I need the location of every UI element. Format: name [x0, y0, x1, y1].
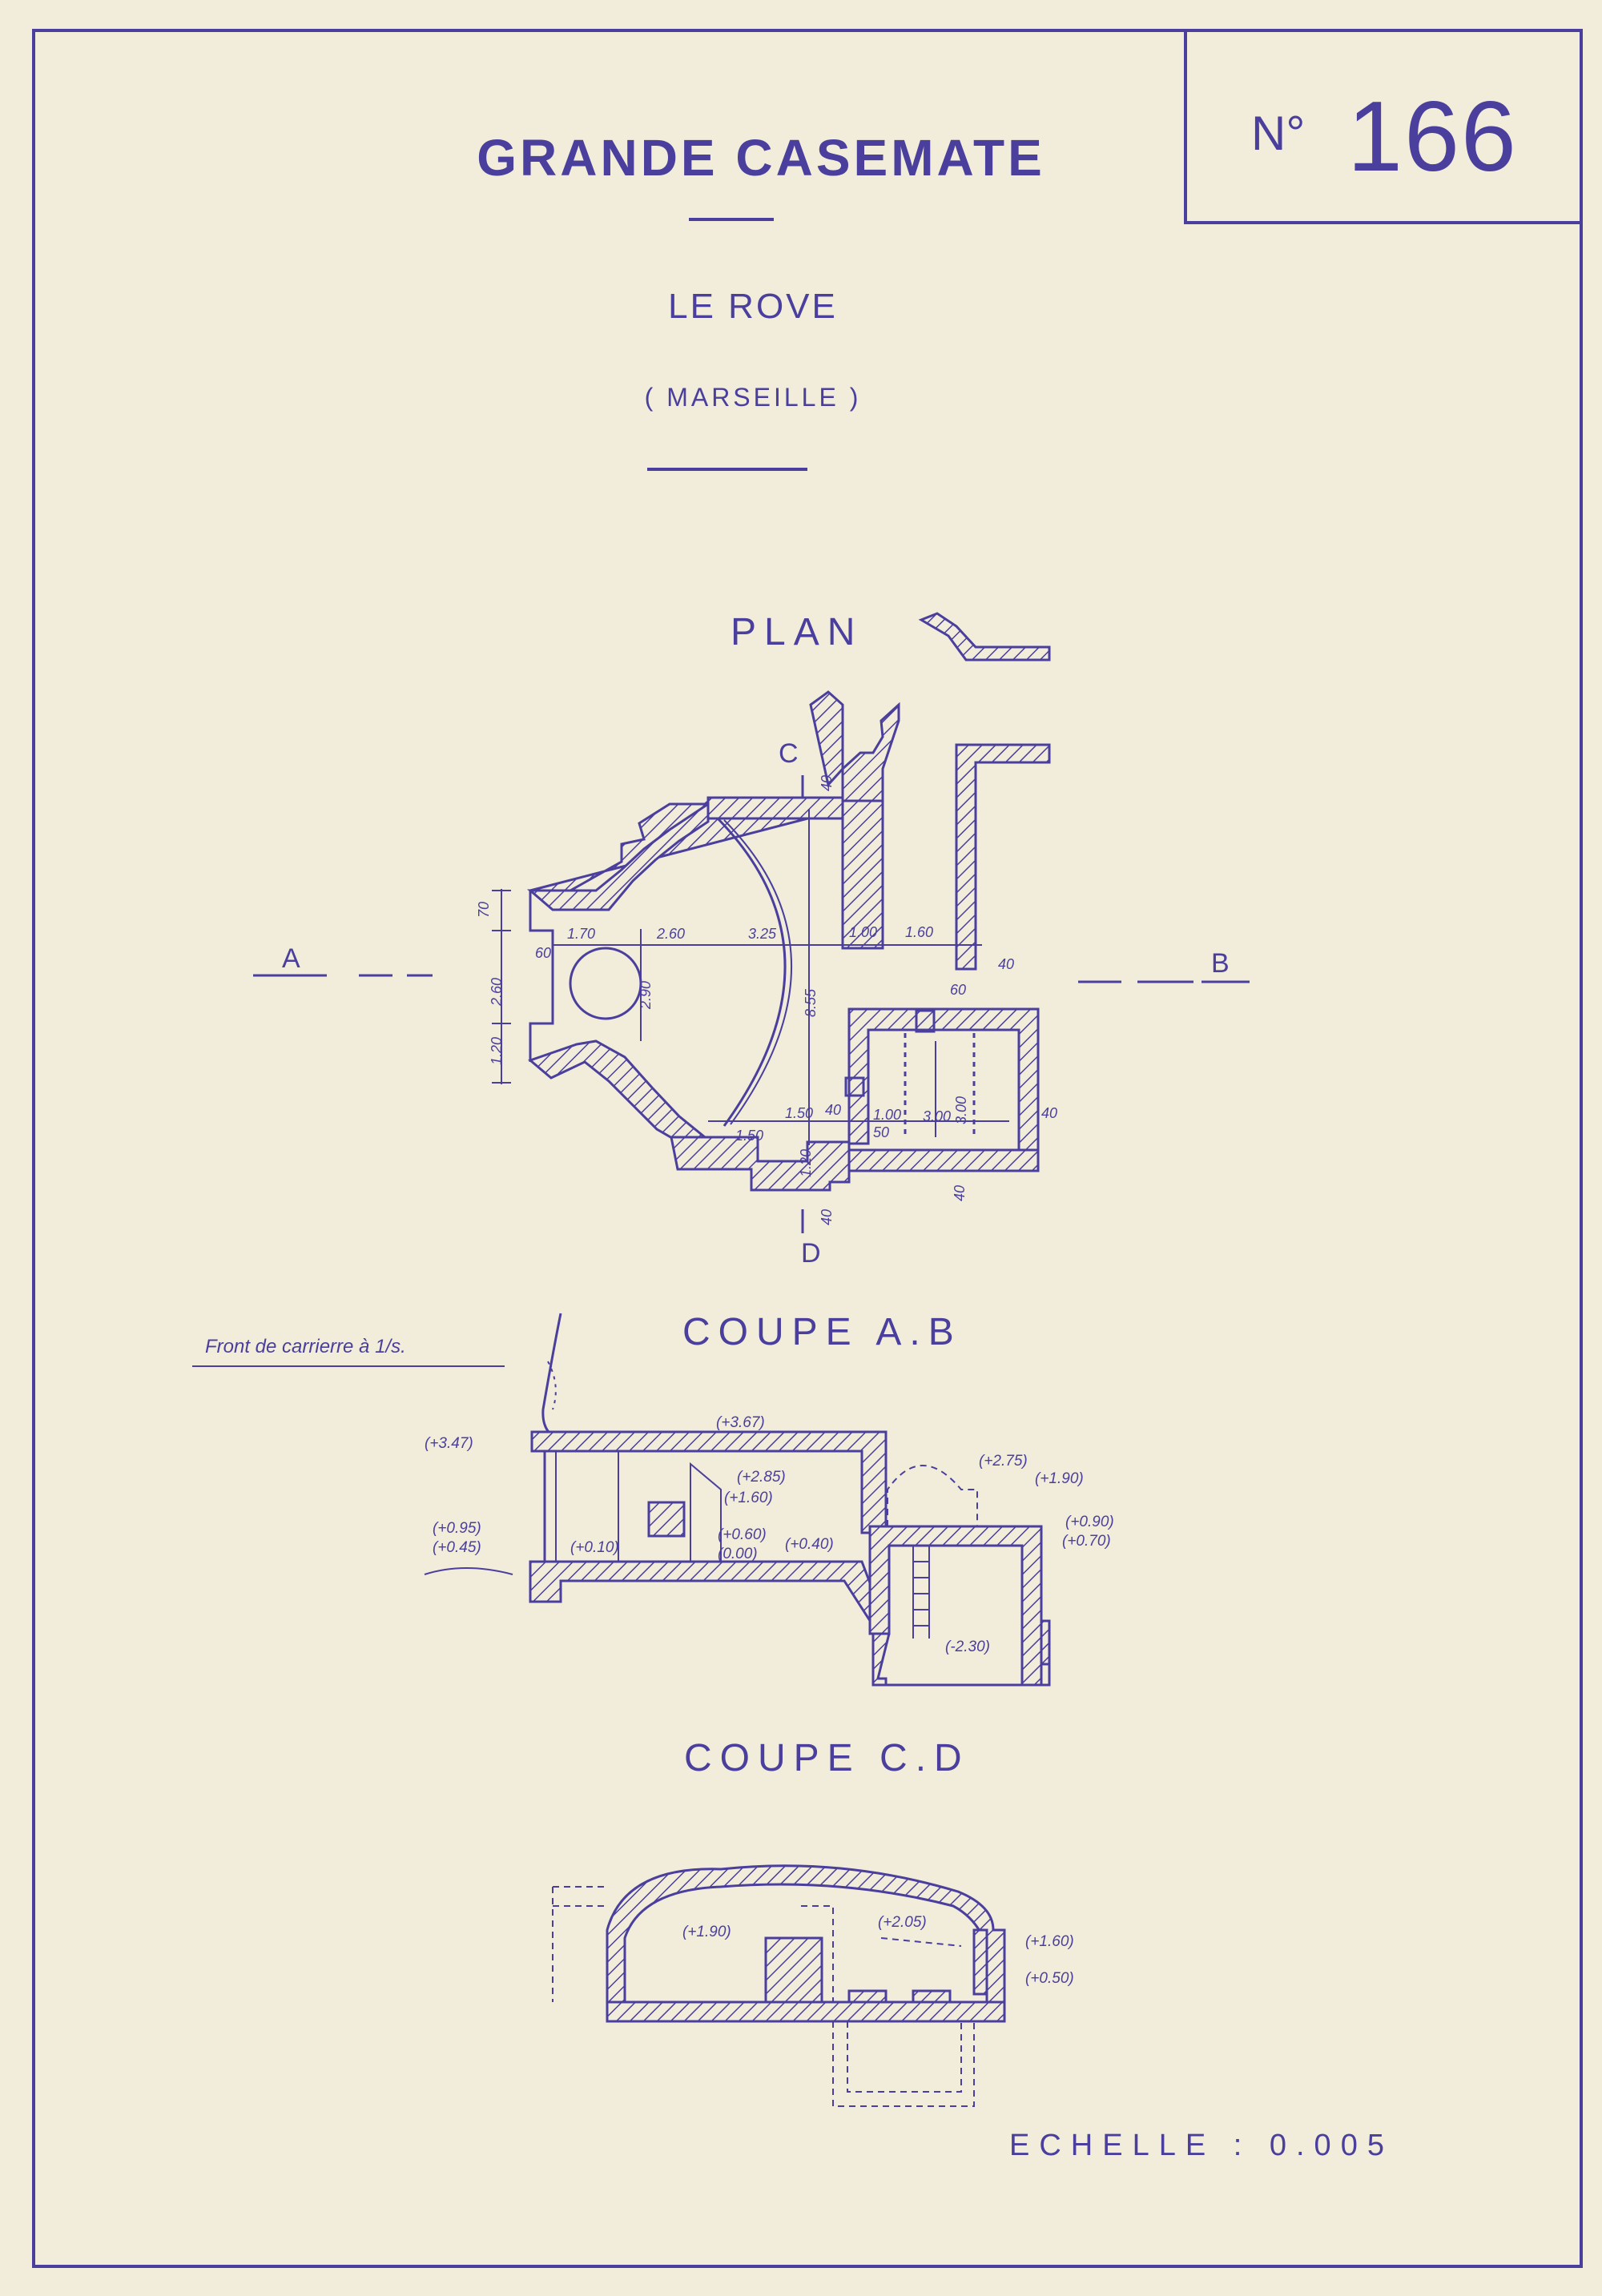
gun-hatched [764, 1936, 823, 2004]
dim-8-55: 8.55 [803, 988, 819, 1017]
subtitle-rule [647, 468, 807, 471]
level-cd-plus-0-50: (+0.50) [1025, 1970, 1074, 1987]
coupe-ab-floor [529, 1560, 1051, 1687]
plan-embrasure [529, 891, 554, 1062]
level-minus-2-30: (-2.30) [945, 1639, 990, 1655]
dim-3-00: 3.00 [923, 1108, 951, 1124]
dim-50: 50 [873, 1124, 889, 1140]
plan-heading: PLAN [731, 611, 863, 653]
quarry-rock [541, 1313, 562, 1442]
dim-1-50-a: 1.50 [735, 1128, 763, 1144]
level-plus-0-40: (+0.40) [785, 1536, 834, 1553]
dim-40-c: 40 [1041, 1105, 1057, 1121]
section-d-label: D [801, 1238, 821, 1269]
dim-3-00-b: 3.00 [953, 1096, 969, 1124]
level-cd-plus-1-90: (+1.90) [682, 1924, 731, 1940]
level-plus-2-85: (+2.85) [737, 1469, 786, 1486]
dim-40-b: 40 [825, 1102, 841, 1118]
coupe-ab-heading: COUPE A.B [682, 1311, 962, 1353]
dim-70: 70 [476, 902, 492, 918]
level-plus-0-70: (+0.70) [1062, 1533, 1111, 1550]
title-rule [689, 218, 774, 221]
level-plus-3-47: (+3.47) [425, 1435, 473, 1452]
sheet-border [32, 29, 1583, 2268]
dim-1-00: 1.00 [849, 924, 877, 940]
coupe-cd-view [552, 1864, 1006, 2107]
coupe-cd-heading: COUPE C.D [684, 1737, 970, 1779]
cupola-dashed [887, 1465, 978, 1526]
sheet-number-value: 166 [1347, 82, 1518, 192]
coupe-cd-floor [606, 2000, 1006, 2023]
sheet-location: ( MARSEILLE ) [644, 383, 862, 412]
firing-arc [716, 817, 787, 1127]
embrasure-hatched [647, 1501, 686, 1538]
dim-1-70: 1.70 [567, 926, 595, 942]
dim-60-b: 60 [950, 982, 966, 998]
section-c-label: C [779, 738, 799, 769]
sheet-subtitle: LE ROVE [668, 287, 838, 326]
dim-60: 60 [535, 945, 551, 961]
scale-label: ECHELLE : 0.005 [1009, 2129, 1394, 2162]
coupe-ab-annex [868, 1525, 1043, 1687]
sheet-number-box: N° 166 [1184, 29, 1583, 224]
ladder [912, 1546, 930, 1639]
dim-1-60: 1.60 [905, 924, 933, 940]
level-plus-1-90: (+1.90) [1035, 1470, 1084, 1487]
dim-2-60-h: 2.60 [656, 926, 685, 942]
coupe-ab-levels: (+3.47) (+3.67) (+2.85) (+1.60) (+0.95) … [425, 1414, 1114, 1655]
coupe-cd-dashed [552, 1886, 975, 2107]
level-plus-3-67: (+3.67) [716, 1414, 765, 1431]
dim-40-f: 40 [819, 1209, 835, 1225]
level-plus-0-90: (+0.90) [1065, 1514, 1114, 1530]
plan-dimensions: 70 2.60 1.20 1.70 2.60 3.25 1.00 1.60 60… [476, 775, 1057, 1225]
firing-arc-inner [723, 819, 792, 1125]
dim-40-a: 40 [998, 956, 1014, 972]
section-line-ab [253, 974, 1250, 983]
dim-40-d: 40 [952, 1185, 968, 1201]
level-plus-0-95: (+0.95) [433, 1520, 481, 1537]
plan-dimension-lines [492, 809, 1009, 1145]
dim-1-00-b: 1.00 [873, 1107, 901, 1123]
gun-well [569, 947, 642, 1020]
coupe-cd-levels: (+1.90) (+2.05) (+1.60) (+0.50) [682, 1914, 1074, 1987]
section-b-label: B [1211, 948, 1230, 979]
level-plus-2-75: (+2.75) [979, 1453, 1028, 1470]
dim-2-90: 2.90 [638, 981, 654, 1010]
plan-walls [526, 612, 1051, 1192]
sheet-title: GRANDE CASEMATE [477, 129, 1045, 187]
dim-1-20: 1.20 [489, 1037, 505, 1065]
level-cd-plus-1-60: (+1.60) [1025, 1933, 1074, 1950]
level-plus-1-60: (+1.60) [724, 1490, 773, 1506]
sheet-number-label: N° [1251, 107, 1306, 160]
dim-3-25: 3.25 [748, 926, 777, 942]
plan-view [253, 612, 1250, 1233]
level-plus-0-45: (+0.45) [433, 1539, 481, 1556]
section-a-label: A [282, 943, 300, 974]
dim-2-60-v: 2.60 [489, 978, 505, 1007]
level-cd-plus-2-05: (+2.05) [878, 1914, 927, 1931]
level-plus-0-10: (+0.10) [570, 1539, 619, 1556]
dim-1-50-b: 1.50 [785, 1105, 813, 1121]
quarry-note: Front de carrierre à 1/s. [205, 1336, 406, 1357]
coupe-ab-roof [530, 1430, 888, 1534]
level-plus-0-60: (+0.60) [718, 1526, 767, 1543]
level-0-00: (0.00) [718, 1546, 758, 1562]
stair-opening [844, 1076, 865, 1097]
dim-1-20-b: 1.20 [798, 1149, 814, 1177]
coupe-ab-view [192, 1313, 1051, 1687]
dim-40-e: 40 [819, 775, 835, 791]
